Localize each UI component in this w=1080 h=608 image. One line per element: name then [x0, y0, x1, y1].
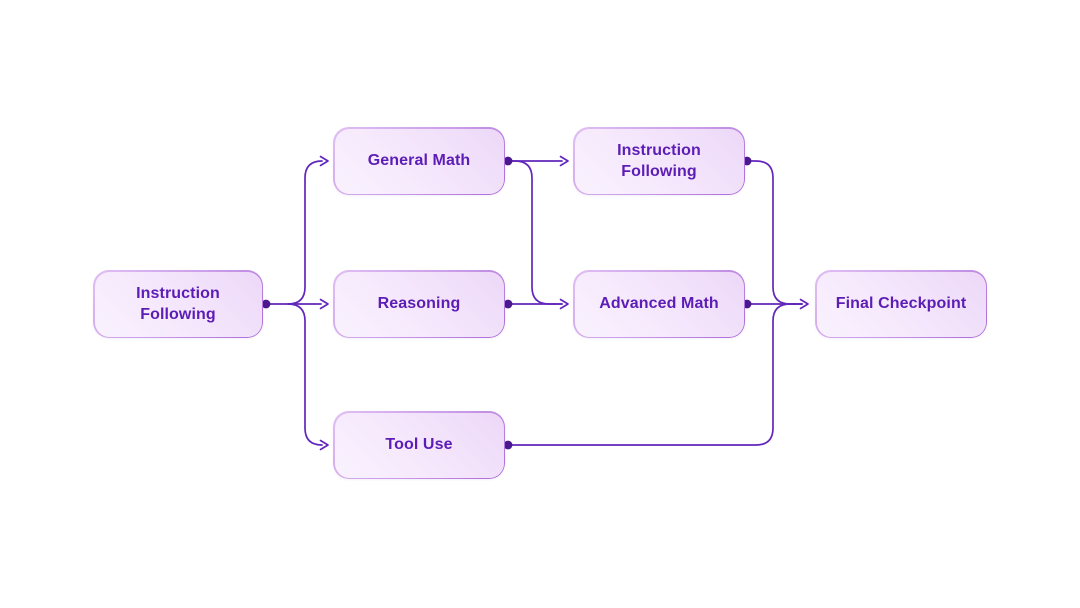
- arrowhead-icon-final-checkpoint: [799, 298, 809, 310]
- edge-start-to-tool-use: [287, 303, 323, 446]
- arrowhead-icon-reasoning: [319, 298, 329, 310]
- node-label: Final Checkpoint: [835, 295, 967, 313]
- node-tool-use: Tool Use: [333, 411, 505, 479]
- node-body: Final Checkpoint: [816, 271, 986, 337]
- connector-dot: [503, 299, 513, 309]
- node-label: Instruction Following: [617, 141, 701, 180]
- node-label: General Math: [367, 152, 471, 170]
- edge-start-to-general-math: [287, 160, 323, 305]
- edge-if-mid-to-final: [746, 160, 803, 305]
- node-advanced-math: Advanced Math: [573, 270, 745, 338]
- node-label: Instruction Following: [136, 284, 220, 323]
- node-reasoning: Reasoning: [333, 270, 505, 338]
- arrowhead-icon-general-math: [319, 155, 329, 167]
- arrowhead-icon-advanced-math: [559, 298, 569, 310]
- edge-general-math-to-advanced-math: [507, 160, 563, 305]
- node-body: Tool Use: [334, 412, 504, 478]
- node-body: Reasoning: [334, 271, 504, 337]
- connector-dot: [261, 299, 271, 309]
- connector-dot: [503, 156, 513, 166]
- node-final-checkpoint: Final Checkpoint: [815, 270, 987, 338]
- node-instruction-following-start: Instruction Following: [93, 270, 263, 338]
- edge-tool-use-to-final: [507, 303, 803, 446]
- arrowhead-icon-tool-use: [319, 439, 329, 451]
- node-label: Tool Use: [385, 436, 453, 454]
- node-body: Instruction Following: [574, 128, 744, 194]
- node-general-math: General Math: [333, 127, 505, 195]
- node-label: Reasoning: [377, 295, 461, 313]
- connector-dot: [503, 440, 513, 450]
- node-body: General Math: [334, 128, 504, 194]
- node-label: Advanced Math: [599, 295, 719, 313]
- node-body: Instruction Following: [94, 271, 262, 337]
- node-body: Advanced Math: [574, 271, 744, 337]
- node-instruction-following-mid: Instruction Following: [573, 127, 745, 195]
- arrowhead-icon-if-mid: [559, 155, 569, 167]
